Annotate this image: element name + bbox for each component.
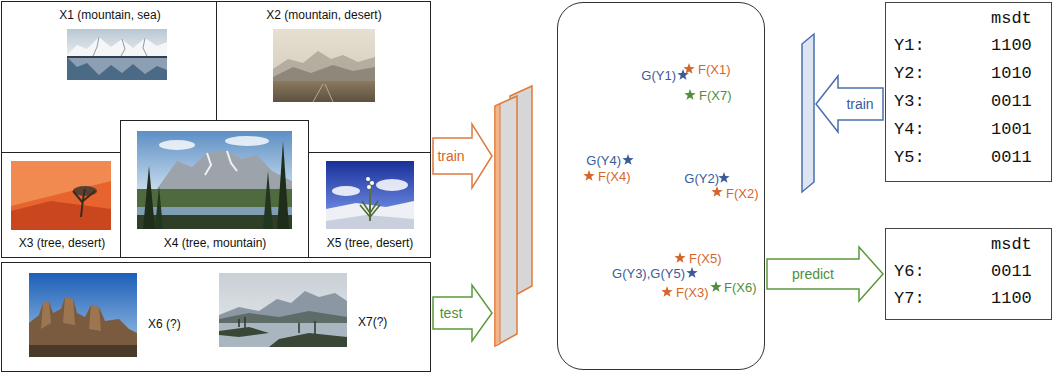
network-layer xyxy=(495,104,500,346)
row-label: Y1: xyxy=(894,36,925,56)
row-label: Y4: xyxy=(894,120,925,140)
code-bits: 1001 xyxy=(991,120,1032,140)
star-marker xyxy=(686,267,697,278)
caption: X2 (mountain, desert) xyxy=(266,9,381,23)
photo xyxy=(326,161,414,229)
predict-arrow xyxy=(767,247,883,301)
code-bits: 1100 xyxy=(991,289,1032,309)
point-label: F(X6) xyxy=(724,281,757,296)
point-label: F(X1) xyxy=(698,63,731,78)
star-marker xyxy=(661,286,672,297)
star-marker xyxy=(683,63,694,74)
caption: X3 (tree, desert) xyxy=(19,237,106,251)
test-arrow xyxy=(433,285,492,341)
star-marker xyxy=(711,186,722,197)
photo xyxy=(273,29,375,102)
photo xyxy=(219,273,347,347)
table-header: msdt xyxy=(991,9,1032,29)
network-layer xyxy=(495,96,517,346)
star-marker xyxy=(718,172,729,183)
network-layer xyxy=(802,34,814,192)
point-label: G(Y1) xyxy=(641,69,676,84)
arrow-label: predict xyxy=(791,266,835,282)
point-label: F(X3) xyxy=(676,286,709,301)
star-marker xyxy=(622,154,633,165)
row-label: Y6: xyxy=(894,262,925,282)
code-bits: 0011 xyxy=(991,148,1032,168)
row-label: Y5: xyxy=(894,148,925,168)
caption: X1 (mountain, sea) xyxy=(59,9,160,23)
image-box: X5 (tree, desert) xyxy=(308,152,431,258)
table-header: msdt xyxy=(991,235,1032,255)
point-label: F(X4) xyxy=(598,170,631,185)
row-label: Y7: xyxy=(894,289,925,309)
photo xyxy=(67,29,167,80)
star-marker xyxy=(674,252,685,263)
test-panel: X6 (?) X7(?) xyxy=(1,262,431,372)
point-label: F(X7) xyxy=(699,89,732,104)
point-label: G(Y3),G(Y5) xyxy=(612,267,685,282)
train-arrow xyxy=(816,76,883,132)
label-table: msdtY1:1100Y2:1010Y3:0011Y4:1001Y5:0011 xyxy=(885,2,1052,182)
label-table: msdtY6: 0011Y7: 1100 xyxy=(885,228,1052,320)
row-label: Y2: xyxy=(894,64,925,84)
arrow-label: test xyxy=(439,305,464,321)
code-bits: 1100 xyxy=(991,36,1032,56)
star-marker xyxy=(684,89,695,100)
code-bits: 1010 xyxy=(991,64,1032,84)
point-label: F(X5) xyxy=(689,252,722,267)
photo xyxy=(29,273,137,357)
train-arrow xyxy=(433,124,492,188)
code-bits: 0011 xyxy=(991,262,1032,282)
embedding-space: G(Y1) F(X1) F(X7) G(Y4)F(X4) G(Y2) F(X2) F(X5)… xyxy=(557,2,765,370)
image-box: X3 (tree, desert) xyxy=(1,152,121,258)
code-bits: 0011 xyxy=(991,92,1032,112)
arrow-label: train xyxy=(436,148,465,164)
photo xyxy=(137,131,292,229)
star-marker xyxy=(710,281,721,292)
caption: X5 (tree, desert) xyxy=(327,237,414,251)
star-marker xyxy=(583,170,594,181)
caption: X6 (?) xyxy=(148,318,181,332)
image-box: X4 (tree, mountain) xyxy=(120,120,309,258)
caption: X4 (tree, mountain) xyxy=(164,237,267,251)
arrow-label: train xyxy=(845,96,874,112)
point-label: F(X2) xyxy=(726,187,759,202)
point-label: G(Y4) xyxy=(586,154,621,169)
caption: X7(?) xyxy=(358,316,387,330)
photo xyxy=(11,161,111,230)
row-label: Y3: xyxy=(894,92,925,112)
point-label: G(Y2) xyxy=(684,172,719,187)
